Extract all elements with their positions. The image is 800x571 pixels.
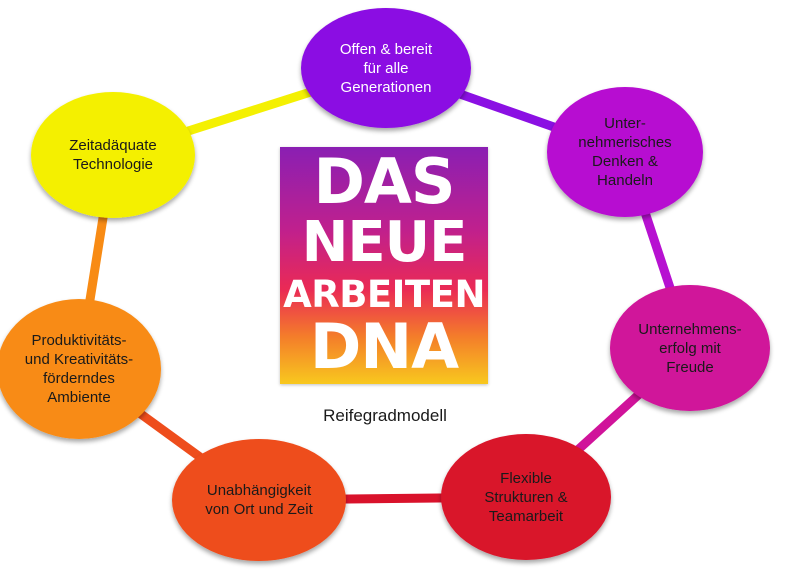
logo-line-arbeiten: ARBEITEN	[283, 273, 485, 316]
subtitle-reifegradmodell: Reifegradmodell	[323, 406, 447, 425]
das-neue-arbeiten-dna-logo: DAS NEUE ARBEITEN DNA	[280, 147, 488, 384]
node-ellipse	[610, 285, 770, 411]
node-ellipse	[547, 87, 703, 217]
node-ellipse	[441, 434, 611, 560]
logo-line-neue: NEUE	[301, 210, 468, 275]
node-ellipse	[0, 299, 161, 439]
node-ellipse	[31, 92, 195, 218]
logo-line-das: DAS	[313, 145, 455, 218]
logo-line-dna: DNA	[309, 310, 459, 383]
node-ellipse	[172, 439, 346, 561]
node-ellipses	[0, 8, 770, 561]
node-ellipse	[301, 8, 471, 128]
